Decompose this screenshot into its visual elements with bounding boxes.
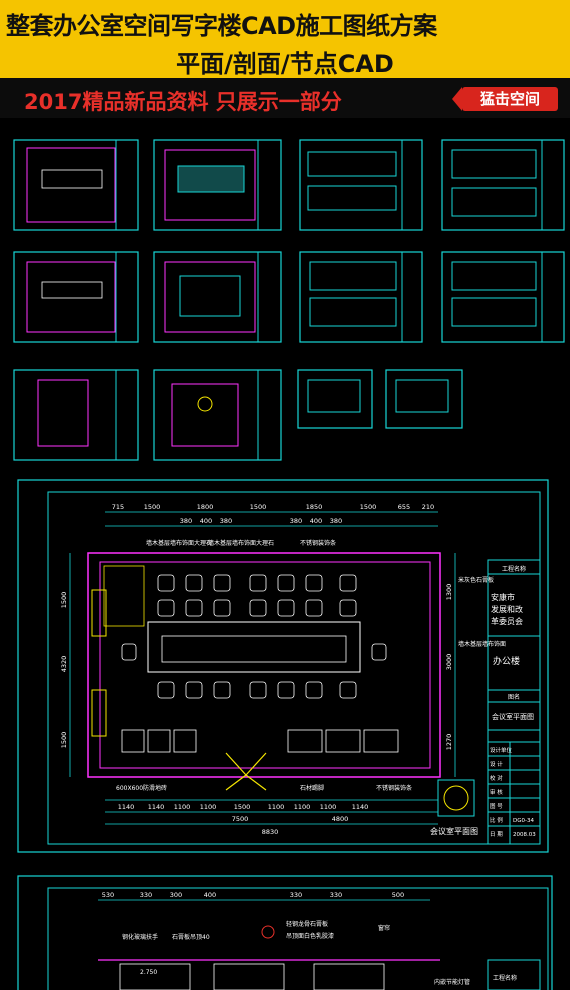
dim-top-2: 1500 (144, 503, 161, 511)
dim-top-3: 1800 (197, 503, 214, 511)
lower-dim-5: 330 (290, 891, 302, 899)
dim-bottom-2: 1140 (148, 803, 165, 811)
dim-bottom-3: 1100 (174, 803, 191, 811)
lower-label-right: 内嵌节能灯管 (434, 978, 470, 986)
tb-row-7: 日 期 (490, 831, 503, 838)
thumbnail-7[interactable] (299, 251, 423, 343)
thumbnail-10[interactable] (153, 369, 282, 461)
dim-bottom-9: 1140 (352, 803, 369, 811)
dim-top-4: 1500 (250, 503, 267, 511)
thumbnail-5[interactable] (13, 251, 139, 343)
dim-overall: 8830 (262, 828, 279, 836)
lower-dim-1: 530 (102, 891, 114, 899)
tb-row-3: 校 对 (490, 774, 503, 782)
thumbnail-2[interactable] (153, 139, 282, 231)
tb-number: DG0-34 (513, 818, 534, 824)
dim-right-1: 1300 (445, 584, 453, 601)
dim-top-1: 715 (112, 503, 124, 511)
dim-right-3: 1270 (445, 734, 453, 751)
tb-row-4: 审 核 (490, 788, 503, 796)
banner-title: 整套办公室空间写字楼CAD施工图纸方案 (6, 12, 437, 40)
lower-dim-4: 400 (204, 891, 216, 899)
dim-sub-6: 380 (330, 517, 342, 525)
lower-dim-6: 330 (330, 891, 342, 899)
label-right-1: 米灰色石膏板 (458, 576, 494, 584)
thumbnail-9[interactable] (13, 369, 139, 461)
cad-canvas: 715 1500 1800 1500 1850 1500 655 210 380… (13, 139, 565, 990)
label-baseboard: 石材踢脚 (300, 784, 324, 792)
tb-row-5: 图 号 (490, 802, 503, 810)
dim-bottom-7: 1100 (294, 803, 311, 811)
lower-label-d: 吊顶面白色乳胶漆 (286, 932, 334, 940)
thumbnail-3[interactable] (299, 139, 423, 231)
label-wall-2: 墙木基层墙布饰面大理石 (208, 539, 274, 547)
thumbnail-4[interactable] (441, 139, 565, 231)
banner-subtitle-line: 平面/剖面/节点CAD (176, 50, 394, 78)
thumbnail-11[interactable] (297, 369, 373, 429)
dim-left-2: 4320 (60, 656, 68, 673)
dim-sub-2: 400 (200, 517, 212, 525)
dim-top-6: 1500 (360, 503, 377, 511)
visit-space-button[interactable]: 猛击空间 (452, 87, 558, 111)
dim-sub-1: 380 (180, 517, 192, 525)
thumbnail-1[interactable] (13, 139, 139, 231)
tb-row-1: 设计单位 (490, 746, 513, 754)
lower-dim-3: 300 (170, 891, 182, 899)
dim-left-3: 1500 (60, 732, 68, 749)
label-right-2: 墙木基层墙布饰面 (458, 640, 506, 648)
lower-label-b: 石膏板吊顶40 (172, 933, 210, 941)
lower-title-header: 工程名称 (493, 974, 517, 982)
dim-top-8: 210 (422, 503, 434, 511)
dim-sub-3: 380 (220, 517, 232, 525)
thumbnail-6[interactable] (153, 251, 282, 343)
title-block-drawing-name: 会议室平面图 (492, 712, 534, 721)
dim-top-5: 1850 (306, 503, 323, 511)
lower-label-a: 钢化玻璃扶手 (122, 933, 158, 941)
tb-row-2: 设 计 (490, 760, 503, 768)
main-floor-plan (17, 479, 549, 853)
label-floor-tile: 600X600防滑地砖 (116, 784, 167, 792)
tb-date: 2008.03 (513, 832, 536, 838)
dim-sub-4: 380 (290, 517, 302, 525)
dim-bottom-8: 1100 (320, 803, 337, 811)
lower-label-e: 窗帘 (378, 924, 390, 932)
dim-bottom-5: 1500 (234, 803, 251, 811)
dim-sub-5: 400 (310, 517, 322, 525)
lower-dim-7: 500 (392, 891, 404, 899)
title-block-project: 办公楼 (493, 655, 520, 667)
dim-bottom-total-right: 4800 (332, 815, 349, 823)
title-block-drawing-label: 图名 (508, 693, 520, 701)
label-wall-1: 墙木基层墙布饰面大理石 (146, 539, 212, 547)
label-top-right: 不锈钢装饰条 (300, 539, 336, 547)
lower-label-c: 轻钢龙骨石膏板 (286, 920, 328, 928)
lower-elevation (17, 875, 553, 990)
dim-top-7: 655 (398, 503, 410, 511)
tb-row-6: 比 例 (490, 816, 503, 824)
title-banner: 整套办公室空间写字楼CAD施工图纸方案 平面/剖面/节点CAD (0, 0, 570, 78)
lower-dim-height: 2.750 (140, 969, 157, 976)
dim-right-2: 3000 (445, 654, 453, 671)
thumbnail-8[interactable] (441, 251, 565, 343)
promo-strip: 2017精品新品资料 只展示一部分 猛击空间 (0, 78, 570, 118)
dim-bottom-6: 1100 (268, 803, 285, 811)
lower-dim-2: 330 (140, 891, 152, 899)
dim-bottom-1: 1140 (118, 803, 135, 811)
dim-bottom-4: 1100 (200, 803, 217, 811)
title-block-client: 安康市 发展和改 革委员会 (491, 592, 526, 626)
promo-text: 2017精品新品资料 只展示一部分 (24, 90, 342, 114)
label-steel-strip: 不锈钢装饰条 (376, 784, 412, 792)
dim-bottom-total-left: 7500 (232, 815, 249, 823)
title-block-header: 工程名称 (502, 565, 526, 573)
thumbnail-12[interactable] (385, 369, 463, 429)
dim-left-1: 1500 (60, 592, 68, 609)
plan-title: 会议室平面图 (430, 826, 478, 836)
